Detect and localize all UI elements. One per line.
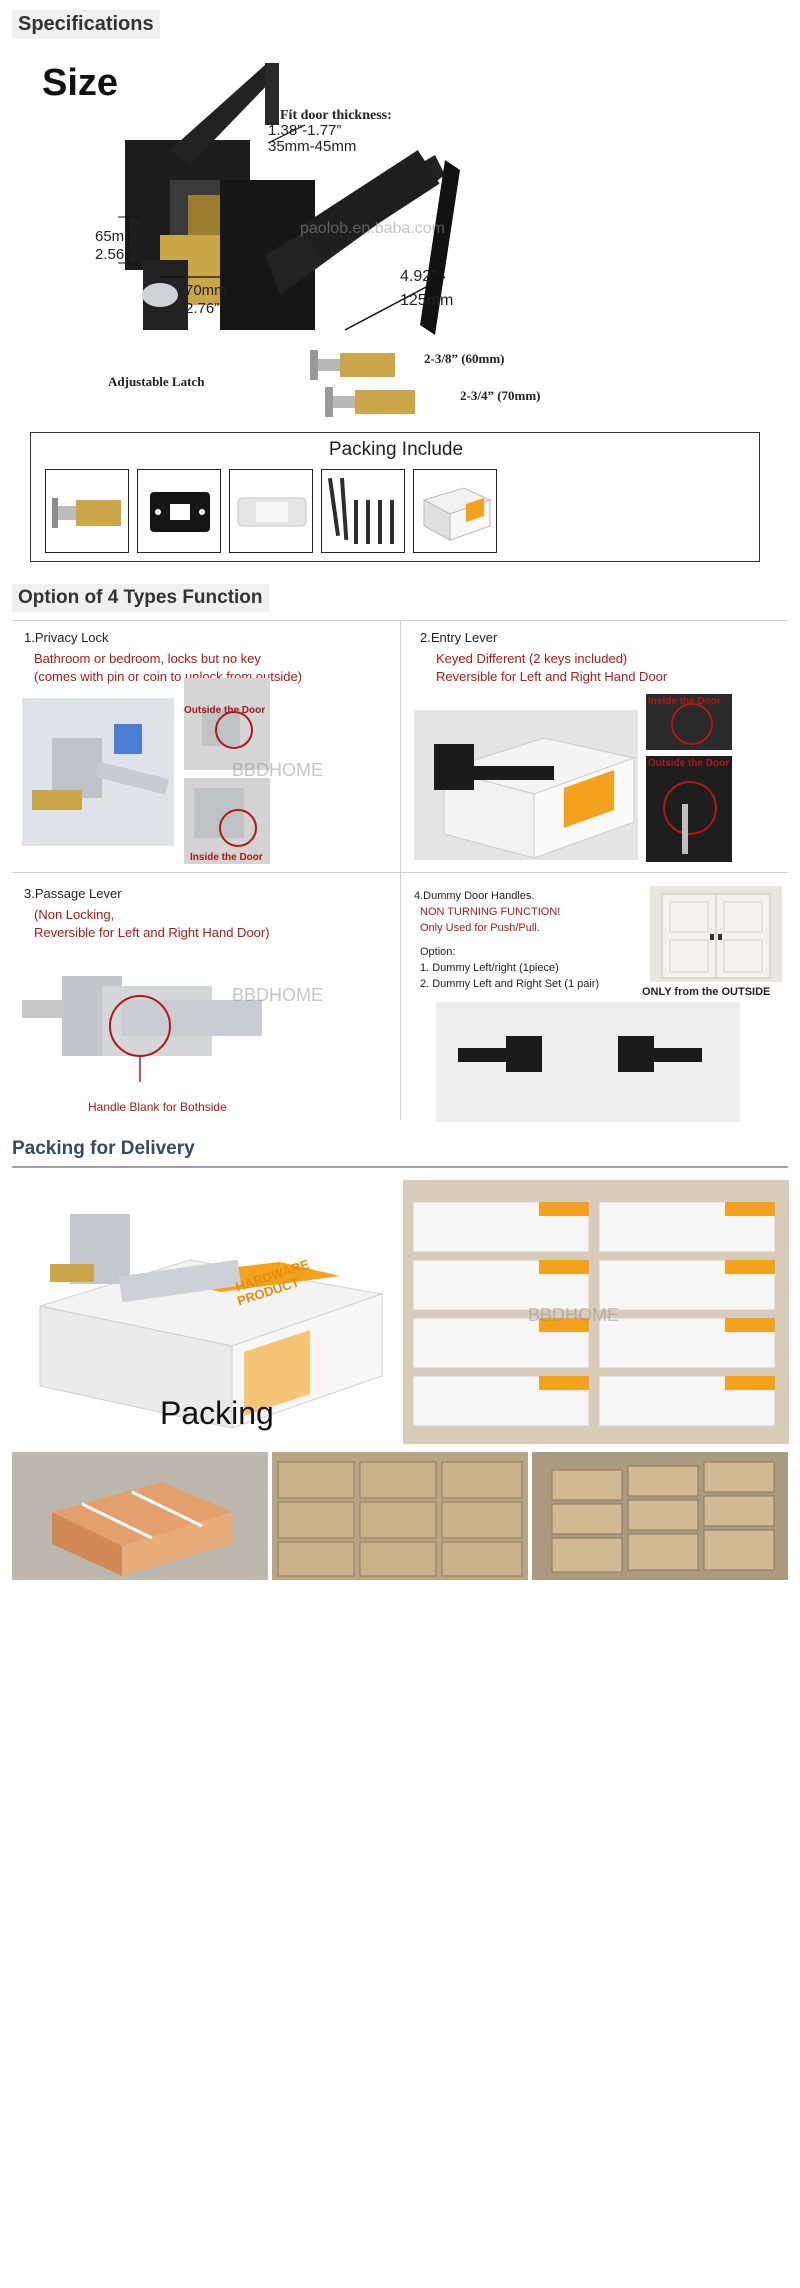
latch-60-label: 2-3/8” (60mm) xyxy=(424,351,505,366)
spec-watermark: paolob.en.baba.com xyxy=(300,220,445,237)
privacy-outside-label: Outside the Door xyxy=(184,705,266,716)
entry-outside-photo xyxy=(646,756,732,862)
lever-inch: 4.92” xyxy=(400,268,437,285)
only-outside-label: ONLY from the OUTSIDE xyxy=(642,986,770,998)
dummy-desc-1: NON TURNING FUNCTION! xyxy=(420,906,561,918)
options-watermark-2: BBDHOME xyxy=(232,985,324,1005)
height-mm: 65mm xyxy=(95,228,137,245)
dummy-desc-2: Only Used for Push/Pull. xyxy=(420,922,540,934)
fit-door-label: Fit door thickness: xyxy=(280,108,392,123)
size-title: Size xyxy=(42,62,119,104)
latch-mm: 70mm xyxy=(185,282,227,299)
entry-outside-label: Outside the Door xyxy=(648,758,730,769)
delivery-heading: Packing for Delivery xyxy=(12,1138,195,1159)
lock-dimension-drawing xyxy=(118,63,460,335)
only-suffix: from the OUTSIDE xyxy=(671,986,771,998)
pack-item-box xyxy=(413,469,497,553)
delivery-underline xyxy=(12,1166,788,1168)
passage-desc-2: Reversible for Left and Right Hand Door) xyxy=(34,925,270,940)
privacy-outside-photo xyxy=(184,678,270,770)
dummy-option-2: 2. Dummy Left and Right Set (1 pair) xyxy=(420,978,600,990)
options-vertical-divider xyxy=(400,620,401,1120)
carton-pallet-photo-1 xyxy=(272,1452,528,1580)
packing-box-photo xyxy=(10,1176,392,1440)
options-middle-divider xyxy=(12,872,788,873)
passage-title: 3.Passage Lever xyxy=(24,886,122,901)
privacy-lock-photo xyxy=(22,698,174,846)
options-heading: Option of 4 Types Function xyxy=(12,584,269,612)
entry-title: 2.Entry Lever xyxy=(420,630,498,645)
passage-callout: Handle Blank for Bothside xyxy=(88,1100,227,1114)
pack-item-dust-box xyxy=(229,469,313,553)
packing-include-panel: Packing Include xyxy=(30,432,760,562)
adjustable-latch-drawing xyxy=(310,350,415,417)
pack-item-screws xyxy=(321,469,405,553)
dummy-option-1: 1. Dummy Left/right (1piece) xyxy=(420,962,559,974)
dummy-handles-photo xyxy=(436,1002,740,1122)
pack-item-latch xyxy=(45,469,129,553)
stacked-boxes-photo xyxy=(403,1180,789,1444)
dummy-option-label: Option: xyxy=(420,946,456,958)
double-door-photo xyxy=(650,886,782,982)
specifications-heading: Specifications xyxy=(12,10,160,39)
entry-inside-photo xyxy=(646,694,732,750)
height-inch: 2.56” xyxy=(95,246,130,263)
entry-inside-label: Inside the Door xyxy=(648,696,721,707)
privacy-inside-label: Inside the Door xyxy=(190,852,263,863)
carton-pallet-photo-2 xyxy=(532,1452,788,1580)
delivery-watermark: BBDHOME xyxy=(528,1305,620,1325)
latch-inch: 2.76” xyxy=(185,300,220,317)
adjustable-latch-label: Adjustable Latch xyxy=(108,374,205,389)
entry-lever-photo xyxy=(414,710,638,860)
privacy-desc-1: Bathroom or bedroom, locks but no key xyxy=(34,651,261,666)
packing-label: Packing xyxy=(160,1395,274,1431)
latch-70-label: 2-3/4” (70mm) xyxy=(460,388,541,403)
fit-door-mm: 35mm-45mm xyxy=(268,138,357,155)
fit-door-inch: 1.38”-1.77” xyxy=(268,122,342,139)
dummy-title: 4.Dummy Door Handles. xyxy=(414,890,535,902)
wrapped-carton-photo xyxy=(12,1452,268,1580)
privacy-title: 1.Privacy Lock xyxy=(24,630,109,645)
privacy-inside-photo xyxy=(184,778,270,864)
passage-desc-1: (Non Locking, xyxy=(34,907,115,922)
lever-mm: 125mm xyxy=(400,292,454,309)
passage-lever-photo xyxy=(22,956,262,1086)
options-watermark-1: BBDHOME xyxy=(232,760,324,780)
pack-item-strike-plate xyxy=(137,469,221,553)
packing-include-title: Packing Include xyxy=(328,439,464,460)
entry-desc-1: Keyed Different (2 keys included) xyxy=(436,651,628,666)
only-prefix: ONLY xyxy=(642,986,672,998)
entry-desc-2: Reversible for Left and Right Hand Door xyxy=(436,669,668,684)
